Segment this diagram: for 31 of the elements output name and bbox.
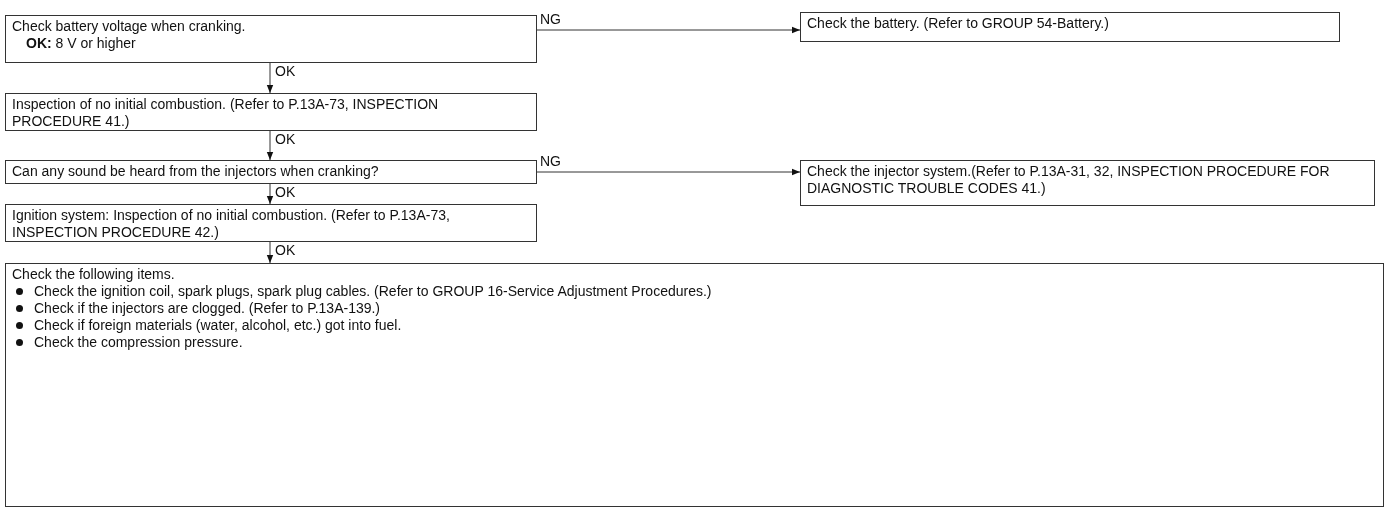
- process-box: [800, 12, 1340, 42]
- box-text: Can any sound be heard from the injectors when cranking?: [12, 163, 380, 180]
- edge-label: OK: [274, 243, 297, 258]
- box-text: Check the injector system.(Refer to P.13A-31, 32, INSPECTION PROCEDURE FOR DIAGNOSTIC TROUBLE CODES 41.): [807, 163, 1331, 197]
- process-box: [5, 15, 537, 63]
- process-box: [5, 263, 1384, 507]
- edge-label: OK: [274, 64, 297, 79]
- box-note: OK: 8 V or higher: [25, 35, 137, 52]
- edge-label: NG: [539, 154, 562, 169]
- box-text: Check the following items.: [12, 266, 176, 283]
- box-text: Check the battery. (Refer to GROUP 54-Battery.): [807, 15, 1110, 32]
- arrow: [266, 183, 274, 205]
- edge-label: OK: [274, 132, 297, 147]
- process-box: [5, 204, 537, 242]
- arrow: [266, 62, 274, 94]
- box-text: Inspection of no initial combustion. (Refer to P.13A-73, INSPECTION PROCEDURE 41.): [12, 96, 440, 130]
- arrow: [536, 168, 801, 176]
- arrow: [266, 241, 274, 264]
- arrow: [536, 26, 801, 34]
- process-box: [5, 160, 537, 184]
- process-box: [800, 160, 1375, 206]
- arrow: [266, 130, 274, 161]
- bullet-item: Check the ignition coil, spark plugs, spark plug cables. (Refer to GROUP 16-Service Adjustment Procedures.): [12, 283, 1377, 300]
- bullet-item: Check if foreign materials (water, alcohol, etc.) got into fuel.: [12, 317, 1377, 334]
- edge-label: NG: [539, 12, 562, 27]
- bullet-item: Check if the injectors are clogged. (Refer to P.13A-139.): [12, 300, 1377, 317]
- process-box: [5, 93, 537, 131]
- box-text: Check battery voltage when cranking.: [12, 18, 247, 35]
- box-text: Ignition system: Inspection of no initial combustion. (Refer to P.13A-73, INSPECTION PROCEDURE 42.): [12, 207, 451, 241]
- edge-label: OK: [274, 185, 297, 200]
- bullet-item: Check the compression pressure.: [12, 334, 1377, 351]
